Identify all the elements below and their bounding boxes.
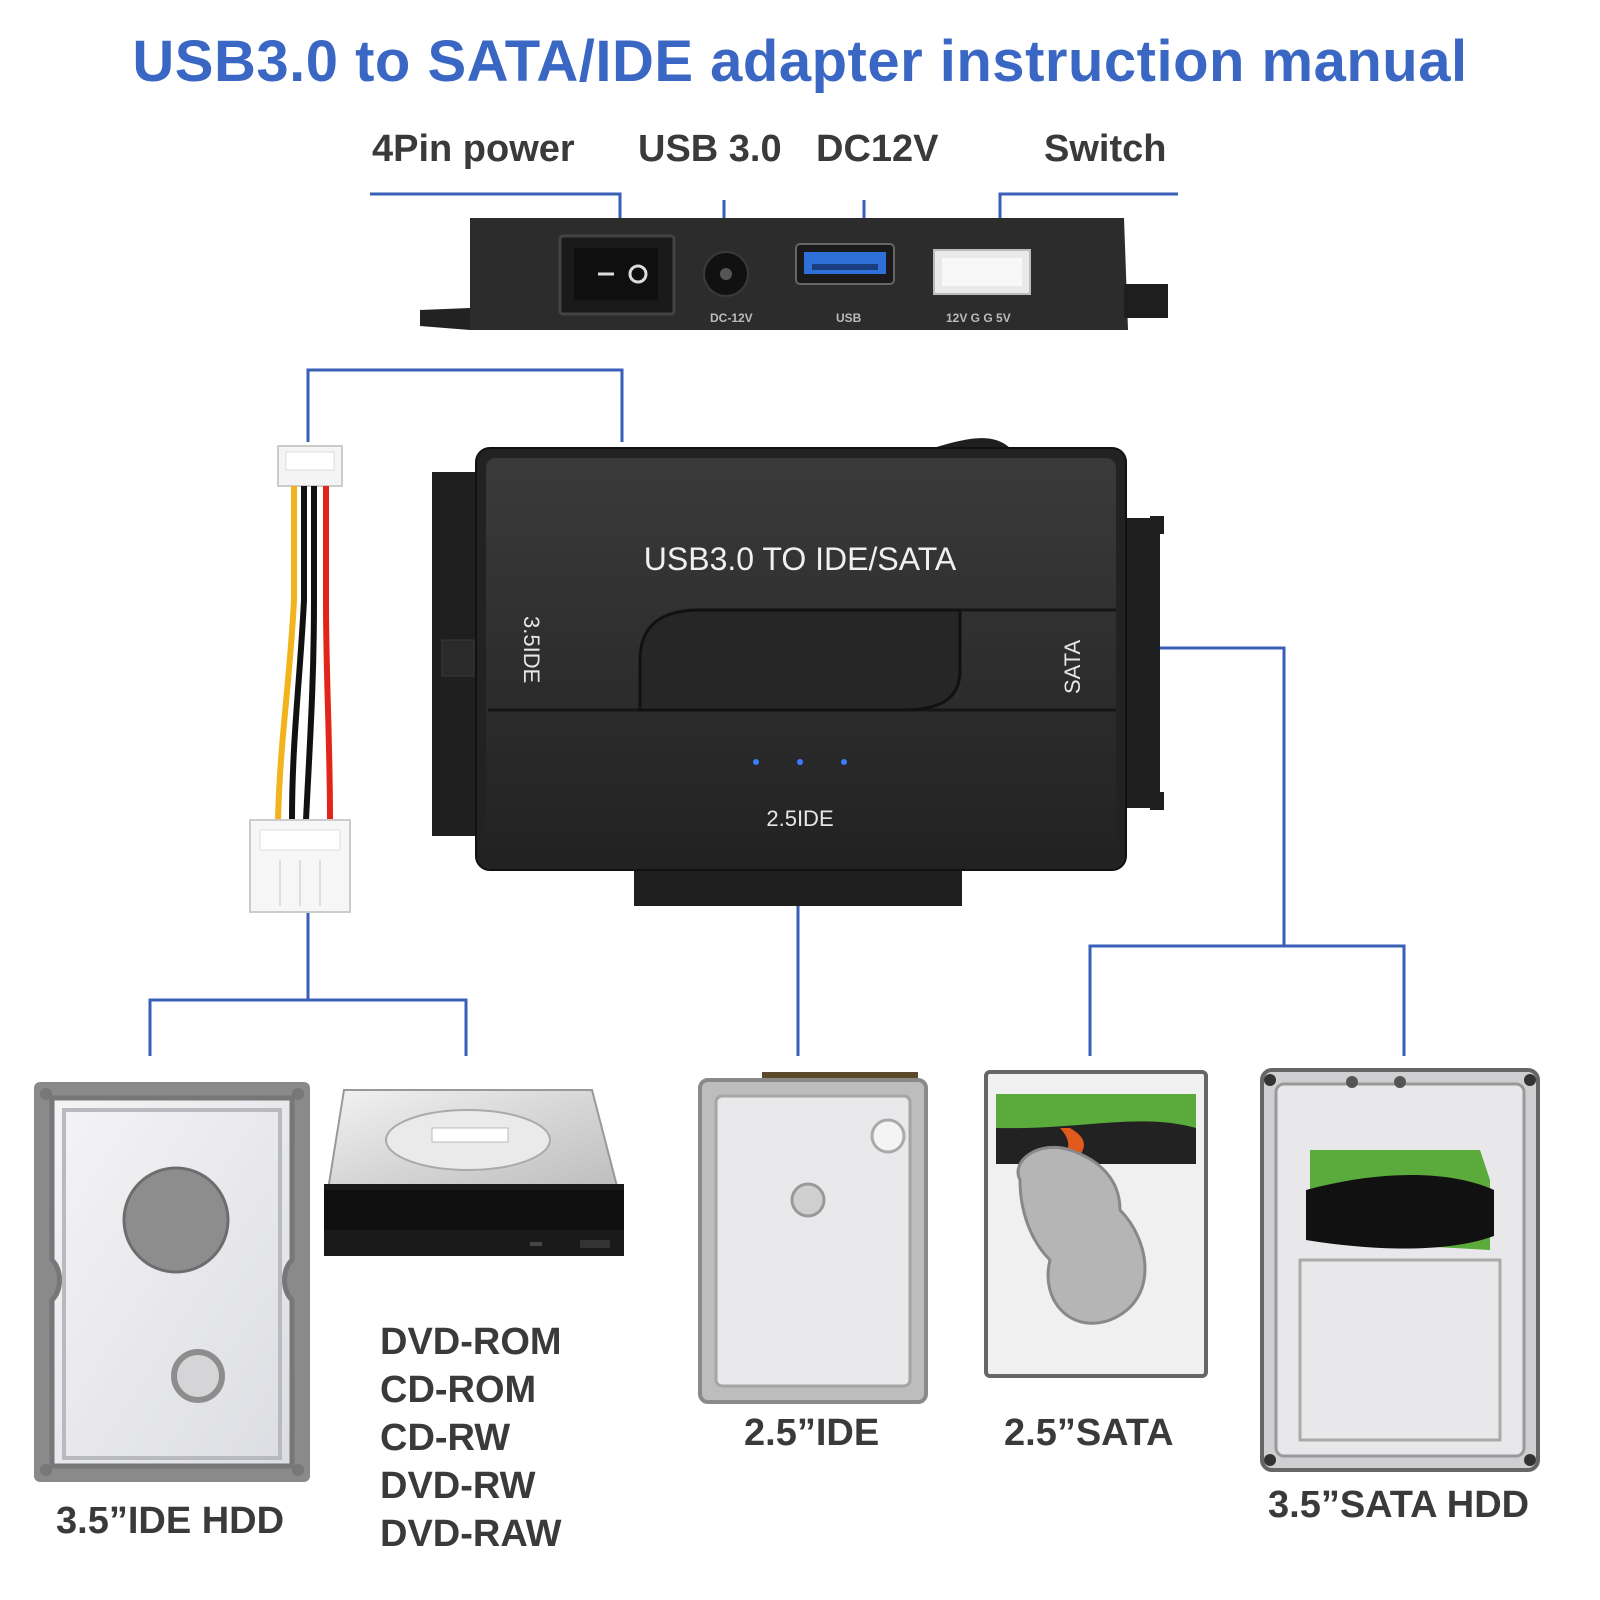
label-sata35-hdd: 3.5”SATA HDD [1268, 1484, 1530, 1526]
rear-usb-mark: USB [836, 311, 862, 325]
adapter-label-ide35: 3.5IDE [519, 616, 544, 683]
page-title: USB3.0 to SATA/IDE adapter instruction m… [132, 29, 1468, 94]
adapter-label-sata: SATA [1060, 639, 1085, 694]
optical-drive-list: DVD-ROM CD-ROM CD-RW DVD-RW DVD-RAW [380, 1318, 562, 1558]
molex-power-cable [249, 445, 351, 913]
rear-power-pins-mark: 12V G G 5V [946, 311, 1011, 325]
adapter-label-ide25: 2.5IDE [766, 806, 833, 831]
cable-leader-lines [148, 368, 1406, 1056]
label-usb3: USB 3.0 [638, 128, 782, 170]
dvd-drive-image [324, 1089, 624, 1256]
optical-drive-item: DVD-RW [380, 1465, 536, 1507]
sata35-hdd-image [1260, 1068, 1540, 1472]
optical-drive-item: CD-ROM [380, 1369, 537, 1411]
optical-drive-item: DVD-RAW [380, 1513, 562, 1555]
label-sata25: 2.5”SATA [1004, 1412, 1174, 1454]
adapter-name: USB3.0 TO IDE/SATA [644, 541, 957, 577]
led-3 [841, 759, 847, 765]
rear-dc-mark: DC-12V [710, 311, 753, 325]
adapter-rear-panel: DC-12V USB 12V G G 5V [420, 218, 1168, 330]
sata25-drive-image [984, 1070, 1208, 1378]
led-1 [753, 759, 759, 765]
label-ide35-hdd: 3.5”IDE HDD [56, 1500, 285, 1542]
label-dc12v: DC12V [816, 128, 939, 170]
label-ide25: 2.5”IDE [744, 1412, 880, 1454]
ide25-drive-image [698, 1072, 928, 1404]
adapter-top-view: USB3.0 TO IDE/SATA 3.5IDE SATA 2.5IDE [432, 438, 1164, 906]
optical-drive-item: DVD-ROM [380, 1321, 562, 1363]
label-4pin-power: 4Pin power [372, 128, 575, 170]
led-2 [797, 759, 803, 765]
ide35-hdd-image [34, 1082, 310, 1482]
optical-drive-item: CD-RW [380, 1417, 511, 1459]
label-switch: Switch [1044, 128, 1167, 170]
